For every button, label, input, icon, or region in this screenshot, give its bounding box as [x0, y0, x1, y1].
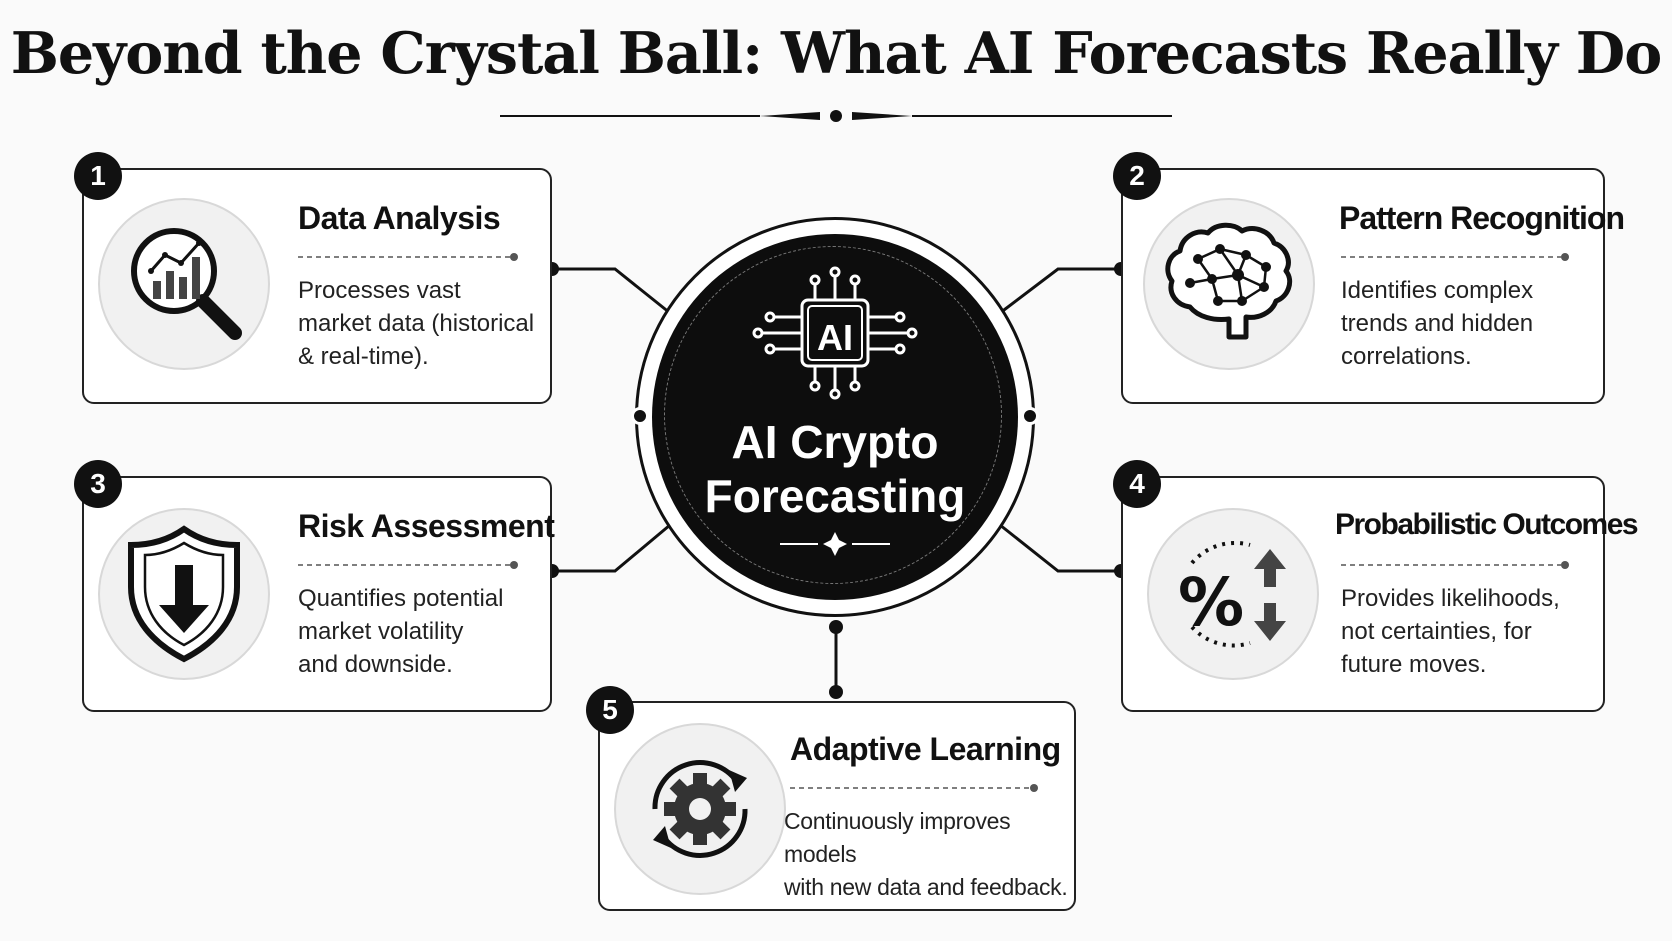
- hub-dashed-ring: [664, 246, 1002, 584]
- description-line: future moves.: [1341, 651, 1487, 678]
- description-line: with new data and feedback.: [784, 874, 1068, 900]
- percent-arrows-icon: %: [1178, 540, 1286, 648]
- step-number-badge: 1: [74, 152, 122, 200]
- step-number-badge: 2: [1113, 152, 1161, 200]
- ai-chip-icon: [752, 266, 918, 400]
- card-dotted-rule: [1341, 561, 1569, 569]
- card-risk-assessment: Risk Assessment Quantifies potential mar…: [82, 476, 555, 712]
- card-probabilistic-outcomes: % Probabilistic Outcomes Provides likeli…: [1121, 476, 1639, 712]
- card-title: Probabilistic Outcomes: [1335, 508, 1639, 541]
- card-dotted-rule: [1341, 253, 1569, 261]
- card-description: Provides likelihoods, not certainties, f…: [1341, 582, 1560, 681]
- card-dotted-rule: [298, 253, 518, 261]
- icon-circle: [614, 723, 786, 895]
- hub-title-line1: AI Crypto: [731, 416, 939, 468]
- ai-crypto-forecasting-hub: AI AI Crypto Forecasting: [631, 217, 1039, 617]
- step-number-badge: 5: [586, 686, 634, 734]
- card-title: Risk Assessment: [298, 508, 555, 544]
- shield-down-arrow-icon: [128, 525, 240, 663]
- card-title: Adaptive Learning: [790, 731, 1061, 767]
- gear-cycle-icon: [652, 760, 748, 858]
- icon-circle: [98, 198, 270, 370]
- description-line: trends and hidden: [1341, 310, 1534, 337]
- description-line: Quantifies potential: [298, 585, 504, 612]
- description-line: Continuously improves models: [784, 808, 1011, 867]
- sparkle-divider-icon: [780, 532, 890, 556]
- description-line: and downside.: [298, 651, 453, 678]
- description-line: correlations.: [1341, 343, 1472, 370]
- card-pattern-recognition: Pattern Recognition Identifies complex t…: [1121, 168, 1625, 404]
- card-description: Quantifies potential market volatility a…: [298, 582, 503, 681]
- step-number-badge: 4: [1113, 460, 1161, 508]
- page-title: Beyond the Crystal Ball: What AI Forecas…: [10, 20, 1663, 87]
- title-divider: [500, 110, 1172, 122]
- card-adaptive-learning: Adaptive Learning Continuously improves …: [598, 701, 1076, 911]
- description-line: Processes vast: [298, 277, 461, 304]
- icon-circle: [98, 508, 270, 680]
- description-line: & real-time).: [298, 343, 429, 370]
- card-dotted-rule: [298, 561, 518, 569]
- card-title: Data Analysis: [298, 200, 501, 236]
- description-line: Provides likelihoods,: [1341, 585, 1560, 612]
- card-description: Processes vast market data (historical &…: [298, 274, 534, 373]
- card-description: Continuously improves models with new da…: [784, 805, 1074, 904]
- ai-chip-label: AI: [817, 317, 853, 358]
- description-line: not certainties, for: [1341, 618, 1532, 645]
- step-number-badge: 3: [74, 460, 122, 508]
- description-line: Identifies complex: [1341, 277, 1534, 304]
- svg-text:%: %: [1178, 564, 1244, 641]
- magnifier-chart-icon: [131, 228, 242, 340]
- description-line: market volatility: [298, 618, 464, 645]
- icon-circle: %: [1147, 508, 1319, 680]
- card-dotted-rule: [790, 784, 1038, 792]
- card-description: Identifies complex trends and hidden cor…: [1341, 274, 1533, 373]
- card-data-analysis: Data Analysis Processes vast market data…: [82, 168, 552, 404]
- card-title: Pattern Recognition: [1339, 200, 1625, 236]
- brain-network-icon: [1165, 222, 1293, 340]
- hub-title-line2: Forecasting: [704, 470, 966, 522]
- description-line: market data (historical: [298, 310, 535, 337]
- icon-circle: [1143, 198, 1315, 370]
